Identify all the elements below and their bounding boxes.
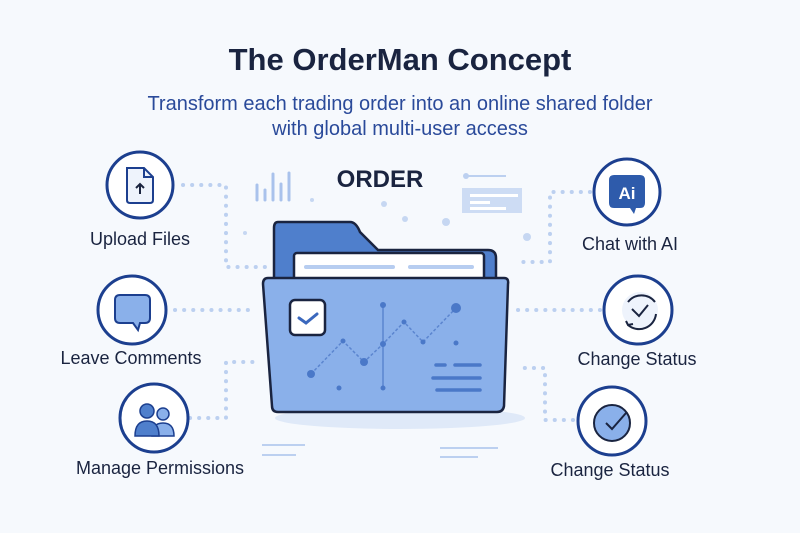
folder-icon xyxy=(261,220,525,429)
connector-lines xyxy=(173,183,602,422)
feature-label: Chat with AI xyxy=(582,234,678,254)
feature-label: Change Status xyxy=(550,460,669,480)
feature-change-status-2[interactable]: Change Status xyxy=(550,385,670,480)
feature-manage-permissions[interactable]: Manage Permissions xyxy=(76,382,244,478)
subtitle-line-2: with global multi-user access xyxy=(271,118,528,140)
feature-label: Manage Permissions xyxy=(76,458,244,478)
feature-label: Leave Comments xyxy=(60,348,201,368)
speech-bubble-icon xyxy=(114,294,151,333)
ai-glyph: Ai xyxy=(619,184,636,203)
checkbox-icon xyxy=(288,298,327,337)
line-chart-icon xyxy=(307,302,482,392)
decorative-card-icon xyxy=(462,173,522,213)
feature-chat-with-ai[interactable]: Ai Chat with AI xyxy=(582,157,678,254)
decorative-bar-chart-icon xyxy=(255,171,291,202)
subtitle-line-1: Transform each trading order into an onl… xyxy=(147,93,652,115)
file-upload-icon xyxy=(126,167,154,204)
refresh-check-icon xyxy=(622,292,658,331)
ai-chat-icon: Ai xyxy=(609,175,645,214)
feature-label: Upload Files xyxy=(90,229,190,249)
page-title: The OrderMan Concept xyxy=(229,42,572,77)
feature-upload-files[interactable]: Upload Files xyxy=(90,150,190,249)
decorative-lines-bottom xyxy=(262,444,498,458)
feature-leave-comments[interactable]: Leave Comments xyxy=(60,274,202,368)
feature-label: Change Status xyxy=(577,349,696,369)
order-label: ORDER xyxy=(337,166,424,193)
feature-change-status-1[interactable]: Change Status xyxy=(577,274,697,369)
decorative-dots xyxy=(243,198,531,241)
users-icon xyxy=(134,403,175,437)
check-circle-icon xyxy=(593,404,631,442)
